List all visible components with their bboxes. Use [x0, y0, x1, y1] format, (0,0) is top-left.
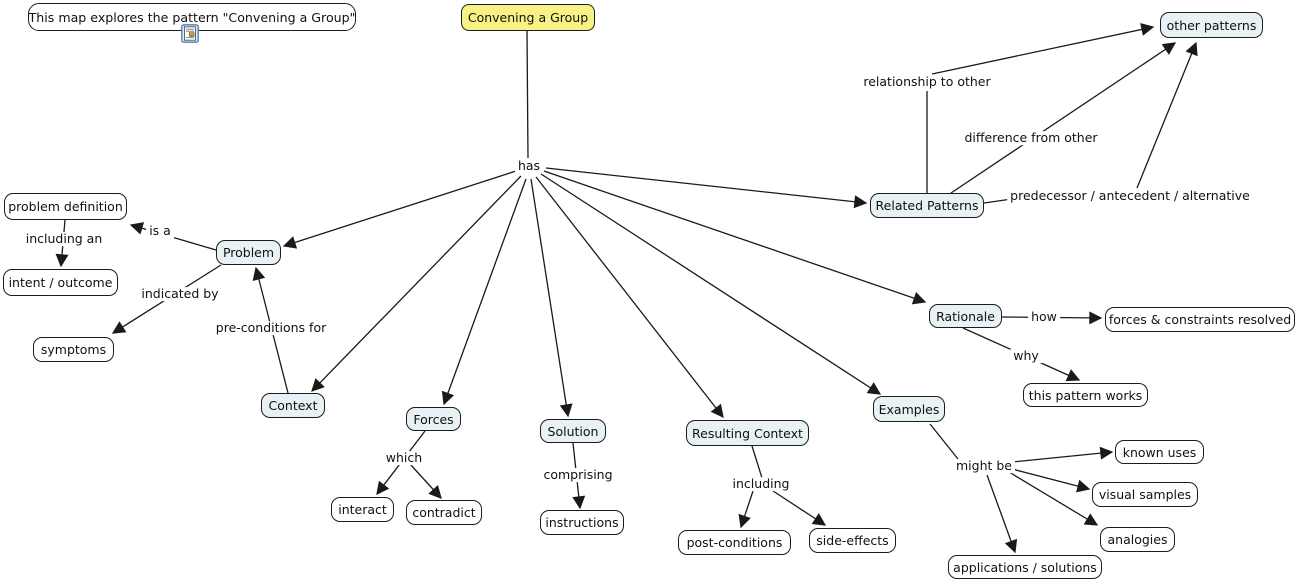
- edge-examples-mightbe: [929, 423, 959, 460]
- edge-has-problem: [282, 170, 517, 249]
- concept-problem[interactable]: Problem: [216, 240, 281, 265]
- concept-problem-definition[interactable]: problem definition: [4, 193, 127, 220]
- edge-has-solution: [530, 178, 573, 418]
- edge-difference-otherpatterns: [950, 42, 1177, 194]
- link-label-how[interactable]: how: [1028, 310, 1060, 324]
- document-resource-icon[interactable]: [181, 24, 199, 43]
- edge-has-forces: [441, 178, 527, 406]
- link-label-which[interactable]: which: [382, 451, 426, 465]
- concept-known-uses[interactable]: known uses: [1115, 440, 1204, 464]
- concept-examples[interactable]: Examples: [873, 396, 945, 422]
- edge-mightbe-knownuses: [1011, 446, 1114, 463]
- concept-rationale[interactable]: Rationale: [929, 304, 1002, 328]
- edge-has-examples: [540, 173, 882, 395]
- link-label-relationship-to-other[interactable]: relationship to other: [860, 75, 994, 89]
- concept-other-patterns[interactable]: other patterns: [1160, 12, 1263, 38]
- concept-symptoms[interactable]: symptoms: [33, 337, 114, 362]
- link-label-including[interactable]: including: [729, 477, 793, 491]
- edge-main-has: [526, 30, 529, 159]
- edge-relationship-otherpatterns: [931, 23, 1155, 75]
- edge-has-resulting-context: [535, 176, 724, 419]
- edge-has-context: [311, 175, 522, 392]
- edge-has-related-patterns: [545, 167, 868, 209]
- link-label-might-be[interactable]: might be: [952, 459, 1016, 473]
- link-label-is-a[interactable]: is a: [146, 224, 174, 238]
- link-label-difference-from-other[interactable]: difference from other: [961, 131, 1101, 145]
- edge-has-rationale: [543, 170, 927, 305]
- edge-mightbe-visualsamples: [1011, 468, 1091, 493]
- edge-mightbe-analogies: [1008, 471, 1099, 526]
- edge-predecessor-otherpatterns: [1136, 41, 1198, 189]
- link-label-pre-conditions-for[interactable]: pre-conditions for: [212, 321, 330, 335]
- edge-mightbe-applications: [986, 474, 1018, 554]
- concept-forces-constraints-resolved[interactable]: forces & constraints resolved: [1105, 307, 1295, 332]
- concept-contradict[interactable]: contradict: [406, 500, 482, 525]
- concept-post-conditions[interactable]: post-conditions: [678, 530, 791, 555]
- concept-resulting-context[interactable]: Resulting Context: [686, 420, 809, 446]
- concept-this-pattern-works[interactable]: this pattern works: [1023, 383, 1148, 407]
- link-label-has[interactable]: has: [514, 159, 544, 173]
- concept-convening-a-group[interactable]: Convening a Group: [461, 4, 595, 31]
- concept-context[interactable]: Context: [261, 393, 325, 418]
- concept-forces[interactable]: Forces: [406, 407, 461, 431]
- link-label-including-an[interactable]: including an: [22, 232, 106, 246]
- concept-interact[interactable]: interact: [331, 497, 394, 522]
- concept-intent-outcome[interactable]: intent / outcome: [3, 269, 118, 296]
- concept-related-patterns[interactable]: Related Patterns: [870, 193, 984, 218]
- link-label-comprising[interactable]: comprising: [540, 468, 616, 482]
- link-label-why[interactable]: why: [1010, 349, 1042, 363]
- edge-including-sideeffects: [769, 488, 827, 526]
- edge-including-postconditions: [738, 490, 754, 529]
- concept-instructions[interactable]: instructions: [540, 510, 624, 535]
- concept-solution[interactable]: Solution: [540, 419, 606, 443]
- link-label-indicated-by[interactable]: indicated by: [138, 287, 222, 301]
- link-label-predecessor-antecedent-alternative[interactable]: predecessor / antecedent / alternative: [1007, 189, 1253, 203]
- concept-side-effects[interactable]: side-effects: [809, 528, 896, 553]
- edge-which-contradict: [409, 463, 442, 499]
- edge-rc-including: [751, 445, 763, 479]
- concept-visual-samples[interactable]: visual samples: [1092, 482, 1198, 507]
- concept-applications-solutions[interactable]: applications / solutions: [948, 555, 1102, 579]
- concept-analogies[interactable]: analogies: [1100, 527, 1175, 552]
